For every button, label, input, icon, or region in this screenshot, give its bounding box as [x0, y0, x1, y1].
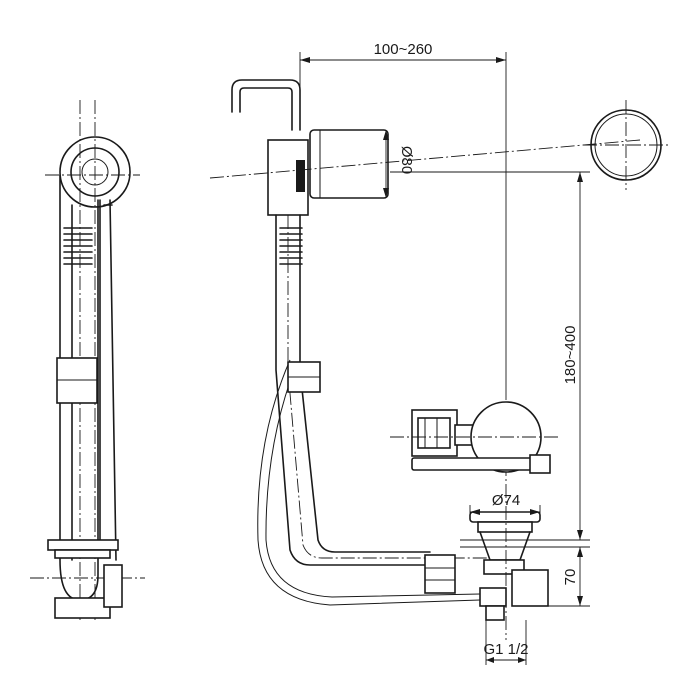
- dim-outlet-thread: G1 1/2: [483, 620, 529, 665]
- front-view: [231, 79, 590, 640]
- front-bellows: [279, 227, 303, 265]
- overflow-height-label: 180~400: [562, 326, 579, 385]
- side-bellows: [63, 227, 93, 265]
- outlet-thread-label: G1 1/2: [483, 641, 528, 658]
- overflow-diameter-label: Ø80: [398, 146, 415, 174]
- dim-waste-diameter: Ø74: [469, 492, 541, 515]
- overflow-spacing-label: 100~260: [374, 41, 433, 58]
- dim-waste-height: 70: [548, 547, 590, 607]
- side-view: [30, 100, 145, 620]
- dim-overflow-height: 180~400: [390, 171, 590, 540]
- overflow-plate-view: [583, 100, 670, 190]
- dim-overflow-diameter: Ø80: [383, 130, 415, 198]
- waste-height-label: 70: [562, 569, 579, 586]
- waste-diameter-label: Ø74: [492, 492, 520, 509]
- dim-overflow-spacing: 100~260: [299, 41, 507, 400]
